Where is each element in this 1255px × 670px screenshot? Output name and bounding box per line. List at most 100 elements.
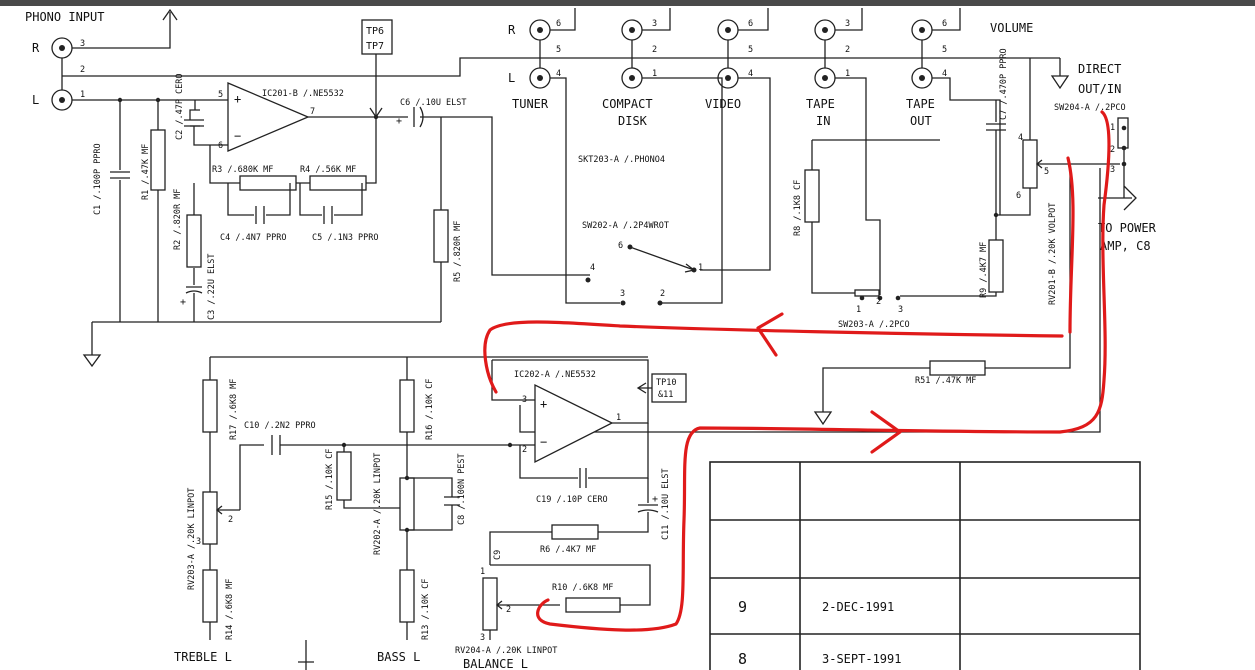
svg-text:R2 /.820R MF: R2 /.820R MF	[173, 189, 183, 250]
svg-text:R14 /.6K8 MF: R14 /.6K8 MF	[225, 579, 235, 640]
rv202-bass-pot	[399, 477, 415, 531]
revision-number: 9	[738, 598, 747, 616]
svg-text:3: 3	[845, 19, 850, 29]
svg-text:R4 /.56K MF: R4 /.56K MF	[300, 165, 356, 175]
svg-text:R17 /.6K8 MF: R17 /.6K8 MF	[229, 379, 239, 440]
c19-capacitor	[579, 468, 587, 488]
svg-text:OUT: OUT	[910, 114, 932, 128]
svg-text:4: 4	[748, 69, 753, 79]
svg-text:R51 /.47K MF: R51 /.47K MF	[915, 376, 976, 386]
svg-text:4: 4	[590, 263, 595, 273]
r6-resistor	[551, 524, 599, 540]
source-jacks	[529, 8, 961, 89]
svg-text:C3 /.22U ELST: C3 /.22U ELST	[207, 253, 217, 320]
svg-text:TUNER: TUNER	[512, 97, 549, 111]
svg-text:SW204-A /.2PCO: SW204-A /.2PCO	[1054, 103, 1126, 113]
c10-capacitor	[239, 435, 535, 510]
svg-text:5: 5	[748, 45, 753, 55]
rv204-balance-pot	[482, 577, 498, 631]
c6-capacitor	[400, 106, 590, 276]
svg-text:R8 /.1K8 CF: R8 /.1K8 CF	[793, 180, 803, 236]
revision-date: 3-SEPT-1991	[822, 652, 901, 666]
svg-text:2: 2	[660, 289, 665, 299]
svg-text:DISK: DISK	[618, 114, 648, 128]
svg-text:6: 6	[748, 19, 753, 29]
svg-text:AMP, C8: AMP, C8	[1100, 239, 1151, 253]
svg-text:6: 6	[942, 19, 947, 29]
svg-text:TO POWER: TO POWER	[1098, 221, 1157, 235]
svg-text:C2 /.47P CERO: C2 /.47P CERO	[175, 73, 185, 140]
svg-text:TAPE: TAPE	[806, 97, 835, 111]
svg-text:RV202-A /.20K LINPOT: RV202-A /.20K LINPOT	[373, 453, 383, 555]
window-top-bar	[0, 0, 1255, 6]
svg-text:7: 7	[310, 107, 315, 117]
svg-text:R3 /.680K MF: R3 /.680K MF	[212, 165, 273, 175]
svg-text:1: 1	[856, 305, 861, 315]
phono-input-title: PHONO INPUT	[25, 10, 104, 24]
svg-text:VIDEO: VIDEO	[705, 97, 741, 111]
svg-text:SW202-A /.2P4WROT: SW202-A /.2P4WROT	[582, 221, 669, 231]
svg-text:3: 3	[480, 633, 485, 643]
svg-text:C6 /.10U ELST: C6 /.10U ELST	[400, 98, 467, 108]
svg-text:OUT/IN: OUT/IN	[1078, 82, 1121, 96]
red-signal-path-annotation	[483, 110, 1111, 632]
svg-text:1: 1	[845, 69, 850, 79]
c5-capacitor	[323, 206, 333, 224]
svg-text:6: 6	[218, 141, 223, 151]
svg-text:2: 2	[228, 515, 233, 525]
svg-text:+: +	[396, 116, 402, 127]
svg-text:6: 6	[556, 19, 561, 29]
svg-text:IN: IN	[816, 114, 830, 128]
svg-text:R5 /.820R MF: R5 /.820R MF	[453, 221, 463, 282]
r10-resistor	[565, 597, 621, 613]
svg-text:4: 4	[556, 69, 561, 79]
svg-text:3: 3	[652, 19, 657, 29]
ic201-opamp	[227, 82, 310, 152]
rv201-volume-pot	[1022, 139, 1038, 189]
r17-resistor	[202, 379, 218, 433]
svg-text:3: 3	[898, 305, 903, 315]
svg-text:IC201-B /.NE5532: IC201-B /.NE5532	[262, 89, 344, 99]
r3-resistor	[239, 175, 297, 191]
volume-label: VOLUME	[990, 21, 1033, 35]
svg-text:TP6: TP6	[366, 26, 384, 37]
c1-capacitor	[110, 100, 130, 322]
r14-resistor	[202, 569, 218, 623]
svg-text:C7 /.470P PPRO: C7 /.470P PPRO	[999, 48, 1009, 120]
c4-capacitor	[255, 206, 265, 224]
svg-text:C1 /.100P PPRO: C1 /.100P PPRO	[93, 143, 103, 215]
c2-capacitor	[184, 119, 204, 127]
svg-text:TP7: TP7	[366, 41, 384, 52]
svg-text:R16 /.10K CF: R16 /.10K CF	[425, 379, 435, 440]
svg-text:2: 2	[652, 45, 657, 55]
r51-resistor	[929, 360, 986, 376]
svg-text:COMPACT: COMPACT	[602, 97, 653, 111]
svg-text:5: 5	[556, 45, 561, 55]
sw203-switch	[854, 289, 901, 301]
svg-text:1: 1	[1110, 123, 1115, 133]
treble-label: TREBLE L	[174, 650, 232, 664]
svg-text:+: +	[652, 494, 658, 505]
svg-text:3: 3	[196, 537, 201, 547]
sw204-switch	[1117, 117, 1129, 167]
r15-resistor	[336, 451, 352, 501]
svg-text:RV203-A /.20K LINPOT: RV203-A /.20K LINPOT	[187, 488, 197, 590]
svg-text:IC202-A /.NE5532: IC202-A /.NE5532	[514, 370, 596, 380]
svg-text:R13 /.10K CF: R13 /.10K CF	[421, 579, 431, 640]
svg-text:4: 4	[942, 69, 947, 79]
svg-text:6: 6	[1016, 191, 1021, 201]
r2-resistor	[186, 214, 202, 268]
svg-text:C9: C9	[493, 550, 503, 560]
svg-text:C11 /.10U ELST: C11 /.10U ELST	[661, 468, 671, 540]
svg-text:+: +	[540, 397, 547, 411]
r1-resistor	[150, 129, 166, 191]
revision-number: 8	[738, 650, 747, 668]
svg-text:R6 /.4K7 MF: R6 /.4K7 MF	[540, 545, 596, 555]
svg-text:3: 3	[1110, 165, 1115, 175]
svg-text:R1 /.47K MF: R1 /.47K MF	[141, 144, 151, 200]
svg-text:1: 1	[652, 69, 657, 79]
svg-text:5: 5	[218, 90, 223, 100]
svg-text:1: 1	[698, 263, 703, 273]
svg-text:&11: &11	[658, 390, 673, 400]
r8-resistor	[804, 169, 820, 223]
